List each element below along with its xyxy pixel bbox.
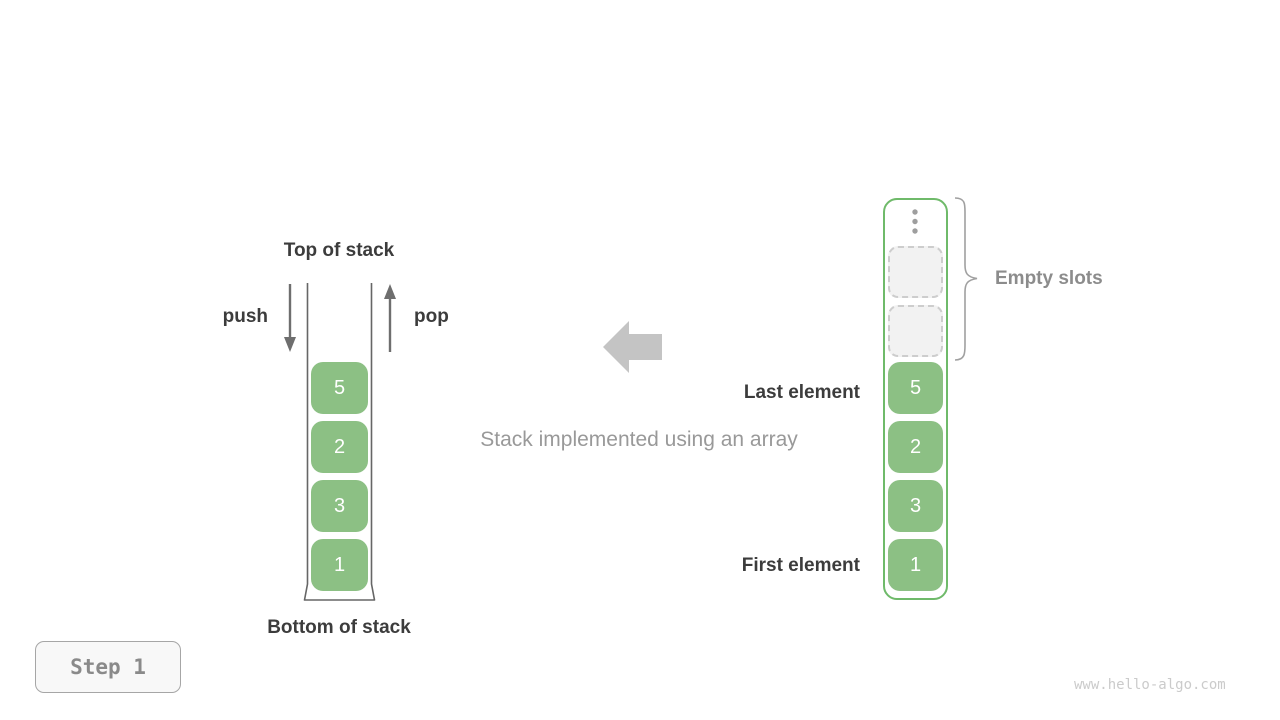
stack-element: 2	[311, 421, 368, 473]
bottom-of-stack-label: Bottom of stack	[267, 617, 411, 638]
array-element: 2	[888, 421, 943, 473]
stack-element: 3	[311, 480, 368, 532]
watermark: www.hello-algo.com	[1074, 677, 1226, 693]
last-element-label: Last element	[743, 382, 860, 403]
top-of-stack-label: Top of stack	[283, 240, 395, 261]
pop-label: pop	[414, 306, 449, 327]
step-badge: Step 1	[35, 641, 181, 693]
empty-slot	[888, 246, 943, 298]
left-block-arrow-icon	[603, 321, 662, 373]
arrow-up-icon	[384, 284, 396, 352]
stack-element: 1	[311, 539, 368, 591]
diagram-caption: Stack implemented using an array	[480, 428, 798, 451]
stack-container-outline	[303, 283, 376, 601]
array-element: 1	[888, 539, 943, 591]
arrow-down-icon	[284, 284, 296, 352]
array-element: 5	[888, 362, 943, 414]
push-label: push	[222, 306, 268, 327]
vertical-ellipsis-icon	[912, 209, 918, 234]
first-element-label: First element	[741, 555, 860, 576]
stack-element: 5	[311, 362, 368, 414]
array-element: 3	[888, 480, 943, 532]
empty-slot	[888, 305, 943, 357]
right-curly-brace-icon	[954, 197, 978, 361]
empty-slots-label: Empty slots	[995, 268, 1103, 289]
